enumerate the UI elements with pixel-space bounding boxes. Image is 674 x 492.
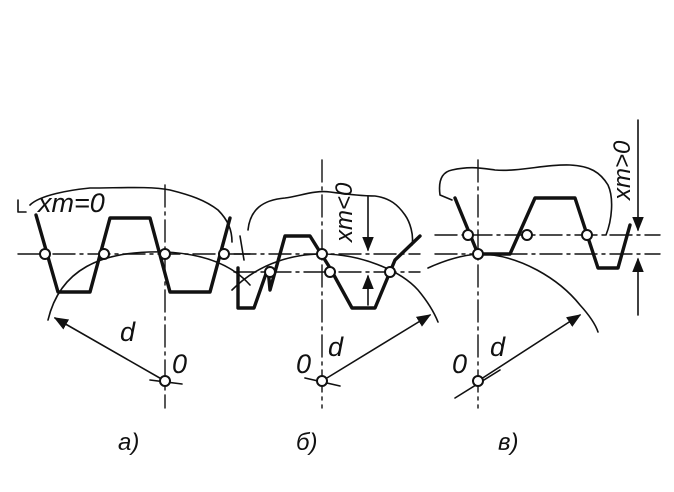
tool-tooth-profile-a — [34, 213, 232, 294]
contact-point-b — [264, 266, 276, 278]
diameter-arrow-b — [321, 314, 432, 382]
caption-v: в) — [498, 429, 519, 456]
diameter-arrow-a — [53, 317, 166, 382]
diameter-label-v: d — [490, 332, 506, 362]
pitch-circle-arc-a — [47, 251, 251, 321]
gear-center-v — [472, 375, 484, 387]
caption-b: б) — [296, 429, 318, 456]
panel-a: xm=0 d 0 а) — [17, 184, 251, 456]
tool-rack-outline-a — [17, 186, 233, 243]
caption-a: а) — [118, 429, 139, 456]
contact-point-v — [462, 229, 474, 241]
shift-label-b: xm<0 — [331, 182, 358, 243]
contact-point-b — [384, 266, 396, 278]
pitch-circle-arc-v — [427, 253, 599, 333]
panel-v: xm>0 d 0 в) — [427, 119, 661, 456]
tool-tooth-profile-b — [236, 234, 422, 310]
tool-rack-outline-b — [239, 190, 414, 261]
contact-point-a — [218, 248, 230, 260]
diameter-label-b: d — [328, 332, 344, 362]
contact-point-a — [159, 248, 171, 260]
gear-center-a — [159, 375, 171, 387]
diameter-arrow-v — [477, 314, 582, 382]
center-label-b: 0 — [296, 349, 311, 379]
contact-point-b — [316, 248, 328, 260]
center-label-a: 0 — [172, 349, 187, 379]
gear-center-b — [316, 375, 328, 387]
shift-label-v: xm>0 — [609, 140, 636, 201]
diameter-label-a: d — [120, 317, 136, 347]
contact-point-b — [324, 266, 336, 278]
tool-rack-outline-v — [438, 164, 613, 236]
panel-b: xm<0 d 0 б) — [231, 159, 439, 456]
shift-label-a: xm=0 — [36, 188, 105, 218]
contact-point-v — [472, 248, 484, 260]
contact-point-v — [521, 229, 533, 241]
contact-point-v — [581, 229, 593, 241]
contact-point-a — [39, 248, 51, 260]
contact-point-a — [98, 248, 110, 260]
center-label-v: 0 — [452, 349, 467, 379]
pitch-circle-arc-b — [231, 253, 439, 323]
